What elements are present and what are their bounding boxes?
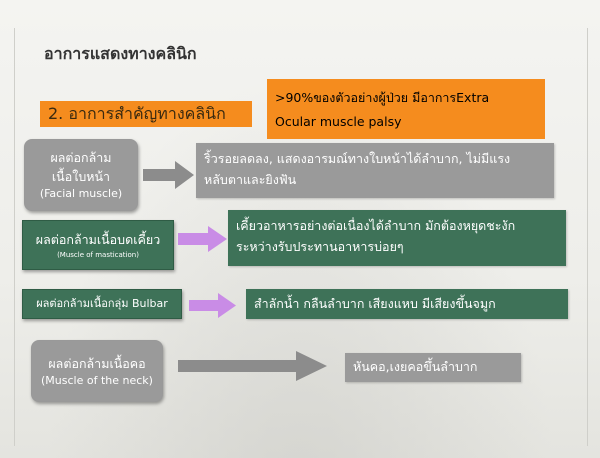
note-line-2: Ocular muscle palsy [275, 114, 402, 129]
arrow-right-icon [178, 351, 327, 381]
arrow-right-icon [189, 293, 236, 318]
neck-muscle-label-en: (Muscle of the neck) [41, 373, 153, 387]
bulbar-muscle-label: ผลต่อกล้ามเนื้อกลุ่ม Bulbar [22, 289, 182, 319]
arrow-right-icon [178, 226, 227, 252]
mastication-muscle-label-line1: ผลต่อกล้ามเนื้อบดเคี้ยว [35, 231, 161, 247]
mastication-muscle-desc-line2: ระหว่างรับประทานอาหารบ่อยๆ [236, 239, 404, 254]
bulbar-muscle-description: สำลักน้ำ กลืนลำบาก เสียงแหบ มีเสียงขึ้นจ… [246, 289, 568, 319]
section-label: 2. อาการสำคัญทางคลินิก [40, 101, 252, 127]
facial-muscle-desc-line1: ริ้วรอยลดลง, แสดงอารมณ์ทางใบหน้าได้ลำบาก… [204, 151, 511, 166]
neck-muscle-description: หันคอ,เงยคอขึ้นลำบาก [345, 353, 521, 382]
mastication-muscle-label-en: (Muscle of mastication) [57, 250, 139, 259]
note-line-1: >90%ของตัวอย่างผู้ป่วย มีอาการExtra [275, 90, 490, 105]
arrow-right-icon [143, 161, 194, 189]
facial-muscle-description: ริ้วรอยลดลง, แสดงอารมณ์ทางใบหน้าได้ลำบาก… [196, 143, 554, 198]
bulbar-muscle-desc-line1: สำลักน้ำ กลืนลำบาก เสียงแหบ มีเสียงขึ้นจ… [254, 296, 496, 311]
mastication-muscle-label: ผลต่อกล้ามเนื้อบดเคี้ยว (Muscle of masti… [22, 220, 174, 270]
mastication-muscle-desc-line1: เคี้ยวอาหารอย่างต่อเนื่องได้ลำบาก มักต้อ… [236, 218, 516, 233]
bulbar-muscle-label-line1: ผลต่อกล้ามเนื้อกลุ่ม Bulbar [36, 297, 168, 310]
neck-muscle-label-line1: ผลต่อกล้ามเนื้อคอ [48, 355, 146, 371]
facial-muscle-label: ผลต่อกล้าม เนื้อใบหน้า (Facial muscle) [24, 139, 138, 211]
mastication-muscle-description: เคี้ยวอาหารอย่างต่อเนื่องได้ลำบาก มักต้อ… [228, 210, 566, 266]
section-label-text: 2. อาการสำคัญทางคลินิก [48, 103, 226, 123]
facial-muscle-label-line1: ผลต่อกล้าม [50, 150, 112, 165]
note-box: >90%ของตัวอย่างผู้ป่วย มีอาการExtra Ocul… [267, 79, 545, 139]
neck-muscle-desc-line1: หันคอ,เงยคอขึ้นลำบาก [353, 359, 478, 374]
facial-muscle-label-line2: เนื้อใบหน้า [51, 169, 111, 184]
facial-muscle-label-en: (Facial muscle) [39, 187, 123, 200]
neck-muscle-label: ผลต่อกล้ามเนื้อคอ (Muscle of the neck) [31, 340, 163, 402]
facial-muscle-desc-line2: หลับตาและยิงฟัน [204, 172, 297, 187]
slide-frame [14, 28, 588, 446]
slide-title: อาการแสดงทางคลินิก [44, 44, 197, 63]
